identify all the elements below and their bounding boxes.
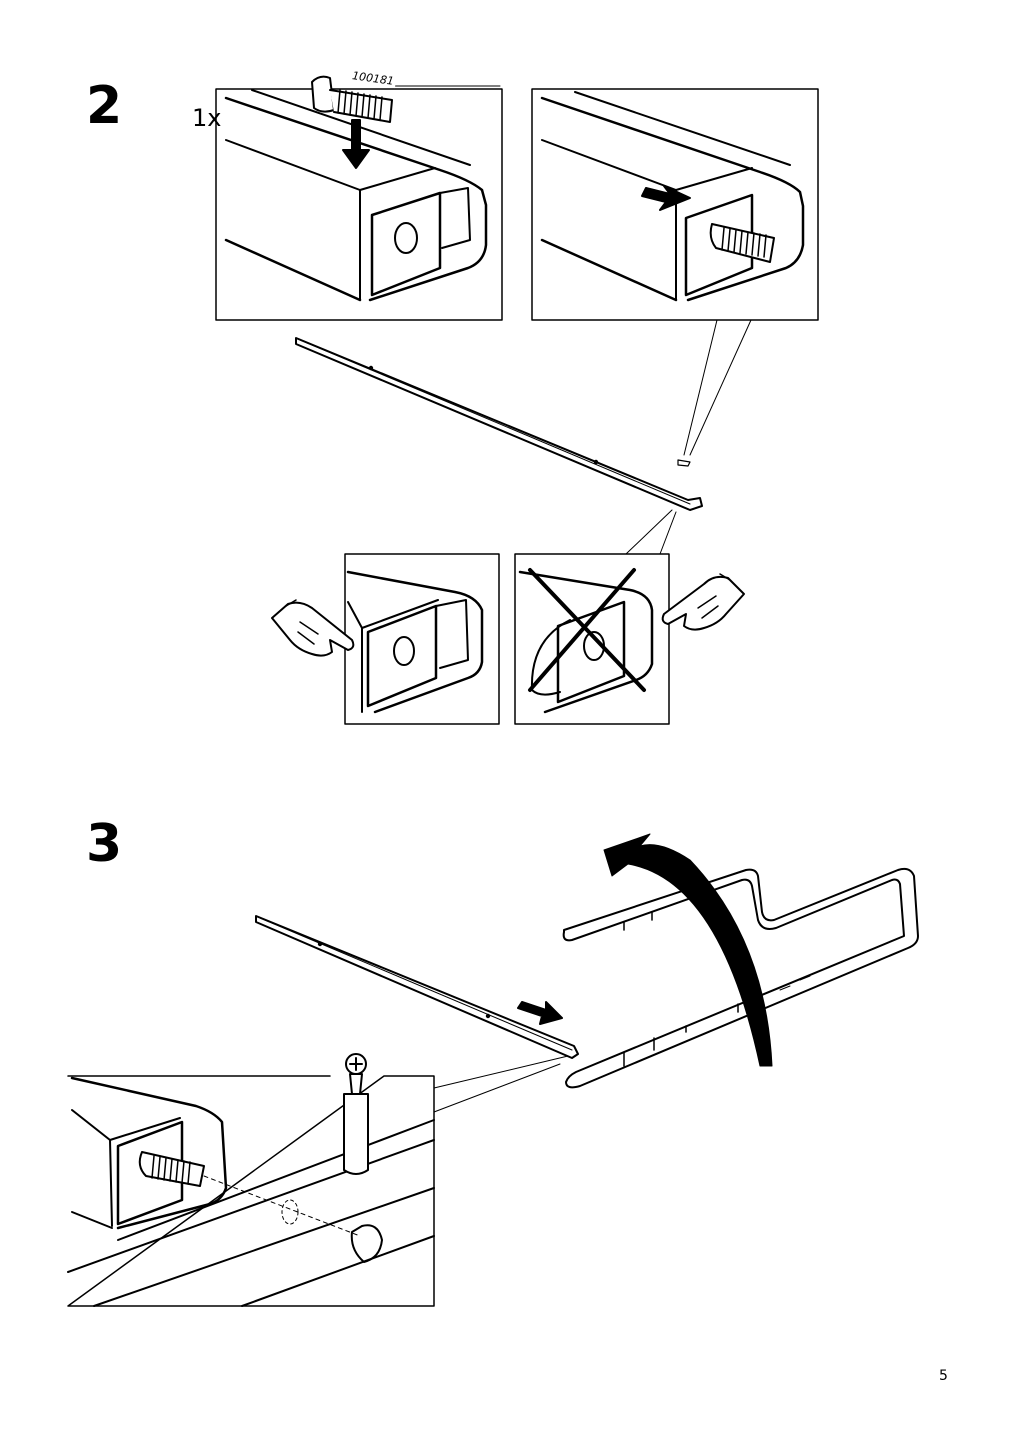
- detail-panel-dowel: [67, 1075, 435, 1307]
- rotate-arrow-icon: [603, 833, 773, 1067]
- rail-part: [295, 337, 703, 511]
- detail-panel-screw-installed: [531, 88, 819, 321]
- cross-out-icon: [528, 568, 646, 692]
- pointing-hand-icon: [661, 573, 745, 631]
- dowel-part: [343, 1053, 369, 1175]
- screw-icon: [311, 75, 393, 123]
- bench-frame: [562, 867, 919, 1089]
- arrow-icon: [342, 119, 370, 169]
- step-number: 3: [86, 814, 123, 874]
- step-number: 2: [86, 76, 123, 136]
- pointing-hand-icon: [271, 599, 355, 657]
- detail-panel-correct: [344, 553, 500, 725]
- rail-part: [255, 915, 579, 1059]
- page-number: 5: [939, 1368, 948, 1384]
- arrow-icon: [517, 1001, 563, 1025]
- quantity-label: 1x: [192, 104, 222, 132]
